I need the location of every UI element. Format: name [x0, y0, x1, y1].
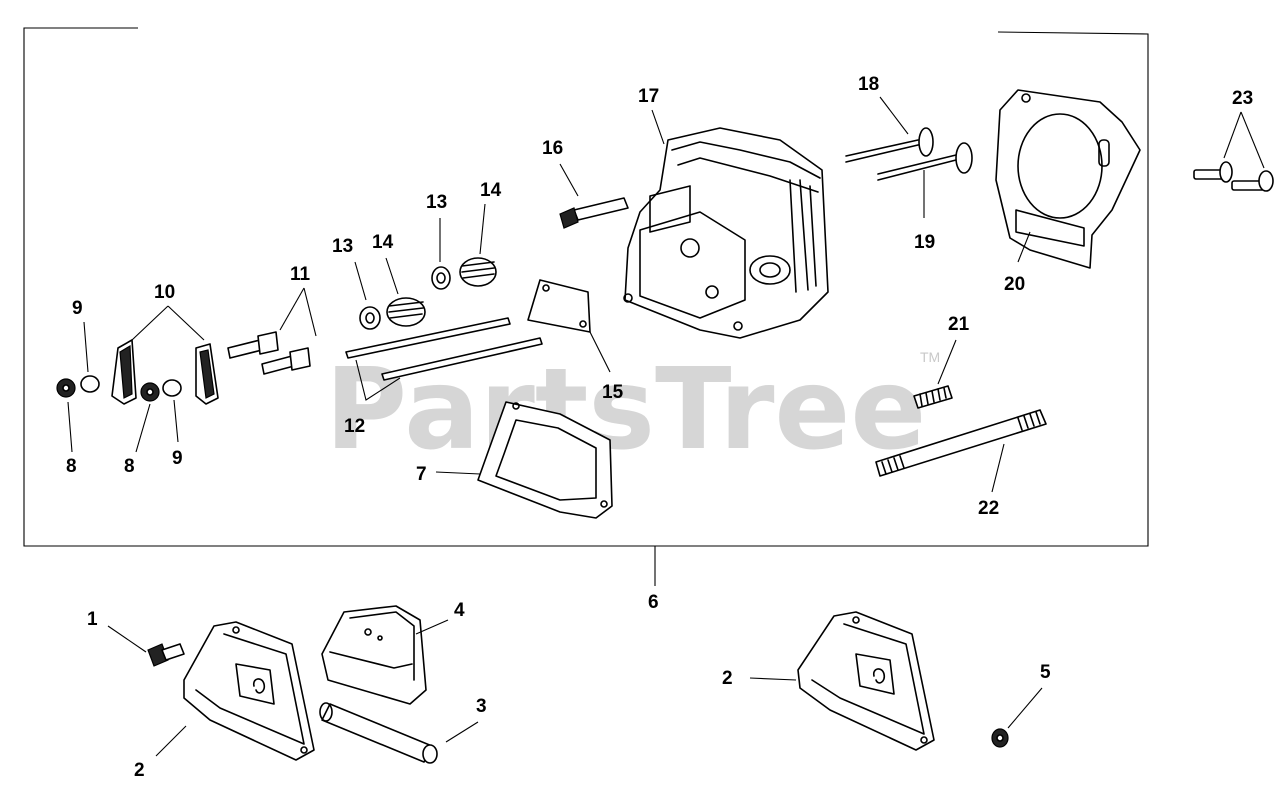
label-9-left: 9 [72, 298, 83, 319]
label-4: 4 [454, 600, 465, 621]
assembly-frame [23, 27, 1149, 586]
part-valve-19[interactable] [877, 142, 973, 218]
label-13-lower: 13 [332, 236, 353, 257]
part-spring-14-lower[interactable] [386, 297, 426, 327]
part-valve-18[interactable] [845, 96, 934, 163]
part-nut-9-left[interactable] [80, 375, 100, 393]
part-nut-5[interactable] [991, 687, 1043, 748]
label-15: 15 [602, 382, 624, 403]
part-screw-1[interactable] [107, 625, 185, 667]
part-retainer-13-lower[interactable] [359, 306, 381, 330]
label-2-left: 2 [134, 760, 145, 781]
part-retainer-13-upper[interactable] [431, 266, 451, 290]
part-stud-22[interactable] [875, 409, 1047, 493]
label-6: 6 [648, 592, 659, 613]
part-spring-14-upper[interactable] [459, 257, 497, 287]
label-11: 11 [290, 264, 311, 285]
part-plate-15[interactable] [527, 279, 611, 373]
label-21: 21 [948, 314, 970, 335]
part-valve-cover-2-left[interactable] [155, 621, 315, 761]
part-stud-21[interactable] [913, 339, 957, 409]
svg-text:PartsTree: PartsTree [325, 345, 926, 475]
label-19: 19 [914, 232, 935, 253]
label-12: 12 [344, 416, 365, 437]
part-valve-cover-2-right[interactable] [749, 611, 935, 751]
watermark: PartsTree TM [325, 345, 940, 475]
label-8-left: 8 [66, 456, 77, 477]
part-bolt-16[interactable] [559, 163, 629, 229]
label-1: 1 [87, 609, 98, 630]
label-10: 10 [154, 282, 175, 303]
part-nut-9-right[interactable] [162, 379, 182, 397]
part-labels: 1 2 2 3 4 5 6 7 8 8 9 9 10 11 12 13 13 1… [66, 74, 1253, 781]
part-cylinder-head-17[interactable] [623, 109, 829, 339]
part-breather-4[interactable] [321, 605, 449, 705]
label-9-right: 9 [172, 448, 183, 469]
label-2-right: 2 [722, 668, 733, 689]
svg-text:TM: TM [920, 349, 940, 365]
label-17: 17 [638, 86, 659, 107]
part-tube-3[interactable] [319, 702, 479, 764]
part-rocker-arms-10[interactable] [111, 305, 219, 405]
part-push-rods-12[interactable] [345, 317, 543, 401]
part-bolts-23[interactable] [1193, 111, 1274, 192]
label-16: 16 [542, 138, 563, 159]
label-3: 3 [476, 696, 487, 717]
part-cover-gasket-7[interactable] [435, 401, 613, 519]
label-13-upper: 13 [426, 192, 447, 213]
label-20: 20 [1004, 274, 1025, 295]
label-22: 22 [978, 498, 999, 519]
label-5: 5 [1040, 662, 1051, 683]
label-23: 23 [1232, 88, 1253, 109]
part-nut-8-left[interactable] [56, 378, 76, 398]
label-8-right: 8 [124, 456, 135, 477]
label-14-lower: 14 [372, 232, 394, 253]
label-7: 7 [416, 464, 427, 485]
part-rocker-studs-11[interactable] [227, 287, 317, 375]
part-nut-8-right[interactable] [140, 382, 160, 402]
part-head-gasket-20[interactable] [995, 89, 1141, 269]
label-14-upper: 14 [480, 180, 502, 201]
label-18: 18 [858, 74, 879, 95]
